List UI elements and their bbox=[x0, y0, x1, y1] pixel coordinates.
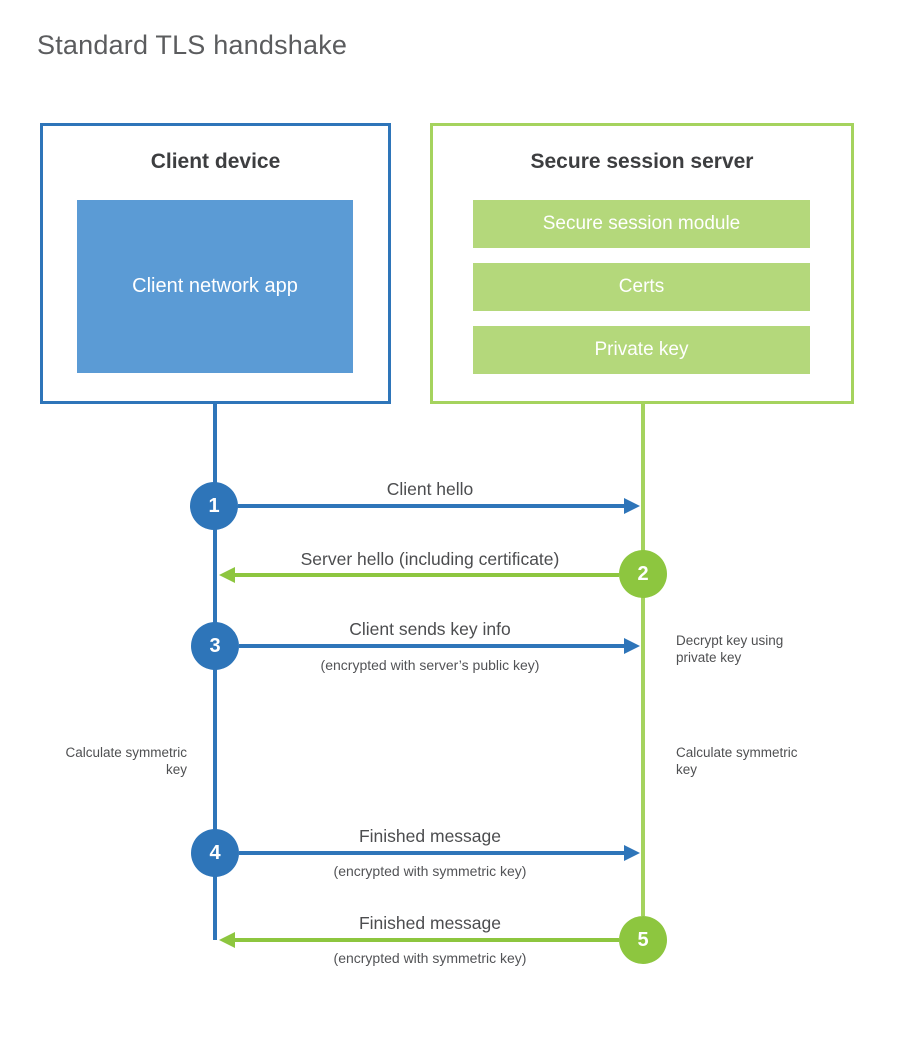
step-2-circle: 2 bbox=[619, 550, 667, 598]
message-label-finished-5: Finished message bbox=[358, 913, 502, 933]
message-sublabel-finished-5: (encrypted with symmetric key) bbox=[333, 950, 527, 966]
message-sublabel-finished-4: (encrypted with symmetric key) bbox=[333, 863, 527, 879]
message-arrow-2 bbox=[235, 573, 619, 577]
message-arrow-5 bbox=[235, 938, 619, 942]
step-3-number: 3 bbox=[209, 634, 221, 657]
step-5-number: 5 bbox=[637, 928, 649, 951]
step-4-circle: 4 bbox=[191, 829, 239, 877]
server-module-certs: Certs bbox=[473, 263, 810, 311]
server-module-secure-session-label: Secure session module bbox=[542, 213, 741, 234]
arrowhead-right-icon bbox=[624, 638, 640, 654]
server-module-certs-label: Certs bbox=[618, 276, 665, 297]
arrowhead-right-icon bbox=[624, 845, 640, 861]
message-label-client-hello: Client hello bbox=[386, 479, 474, 499]
server-lifeline bbox=[641, 404, 645, 916]
message-arrow-4 bbox=[239, 851, 624, 855]
message-sublabel-client-key-info: (encrypted with server’s public key) bbox=[320, 657, 540, 673]
secure-session-server-title: Secure session server bbox=[530, 150, 754, 173]
client-network-app-box: Client network app bbox=[77, 200, 353, 373]
arrowhead-right-icon bbox=[624, 498, 640, 514]
arrowhead-left-icon bbox=[219, 567, 235, 583]
server-module-private-key-label: Private key bbox=[594, 339, 689, 360]
step-1-number: 1 bbox=[208, 494, 220, 517]
message-arrow-1 bbox=[238, 504, 624, 508]
message-label-finished-4: Finished message bbox=[358, 826, 502, 846]
note-decrypt-key: Decrypt key using private key bbox=[676, 633, 784, 665]
step-5-circle: 5 bbox=[619, 916, 667, 964]
note-calculate-symmetric-key-left: Calculate symmetric key bbox=[65, 745, 187, 777]
step-3-circle: 3 bbox=[191, 622, 239, 670]
page-title: Standard TLS handshake bbox=[37, 30, 348, 60]
step-4-number: 4 bbox=[209, 841, 221, 864]
server-module-secure-session: Secure session module bbox=[473, 200, 810, 248]
step-1-circle: 1 bbox=[190, 482, 238, 530]
message-label-client-key-info: Client sends key info bbox=[349, 619, 511, 639]
client-device-title: Client device bbox=[150, 150, 281, 173]
arrowhead-left-icon bbox=[219, 932, 235, 948]
client-lifeline bbox=[213, 404, 217, 940]
message-label-server-hello: Server hello (including certificate) bbox=[300, 549, 560, 569]
server-module-private-key: Private key bbox=[473, 326, 810, 374]
step-2-number: 2 bbox=[637, 562, 649, 585]
message-arrow-3 bbox=[239, 644, 624, 648]
note-calculate-symmetric-key-right: Calculate symmetric key bbox=[676, 745, 798, 777]
client-network-app-label: Client network app bbox=[132, 275, 298, 297]
